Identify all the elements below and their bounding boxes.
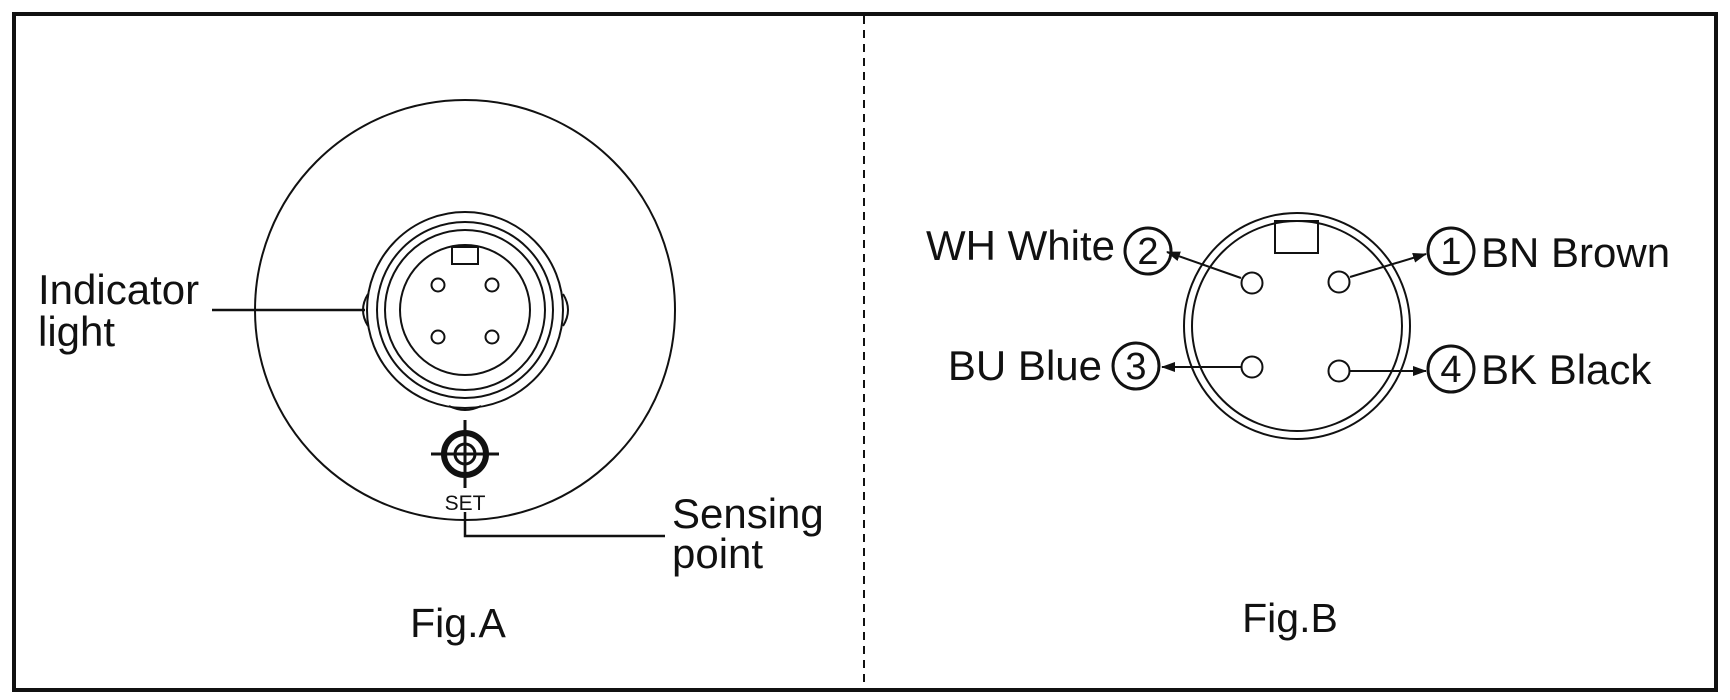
pin-1-hole — [1327, 270, 1351, 294]
indicator-light-label-line1: Indicator — [38, 266, 199, 313]
pin-1-arrow — [1349, 252, 1427, 278]
connector-outer-ring — [366, 211, 564, 409]
pin-4-label: BK Black — [1481, 346, 1652, 393]
pin-2-number-circle — [1123, 226, 1173, 276]
set-label: SET — [445, 492, 486, 515]
pin-1-label: BN Brown — [1481, 229, 1670, 276]
pin-4-hole — [1327, 359, 1351, 383]
pin-2-hole — [1240, 271, 1264, 295]
connector-key-notch — [451, 246, 479, 265]
set-target-icon — [431, 420, 499, 488]
indicator-light-label-line2: light — [38, 308, 115, 355]
pin-2-number: 2 — [1137, 231, 1158, 273]
pin-2-arrow — [1166, 251, 1242, 279]
pin-hole — [484, 329, 500, 345]
pin-3-label: BU Blue — [948, 342, 1102, 389]
pin-1-number-circle — [1426, 226, 1476, 276]
fig-b-caption: Fig.B — [1242, 595, 1338, 641]
pin-hole — [484, 277, 500, 293]
pin-3-number: 3 — [1125, 346, 1146, 388]
outer-frame — [12, 12, 1718, 692]
fig-b: 1 BN Brown 2 WH White 3 BU Blue 4 BK Bla… — [926, 212, 1670, 641]
connector-ring-2 — [376, 221, 554, 399]
plug-key-notch — [1274, 220, 1319, 254]
pin-2-label: WH White — [926, 222, 1115, 269]
pin-1-number: 1 — [1440, 231, 1461, 273]
sensing-point-label-line2: point — [672, 530, 763, 577]
fig-a: SET Indicator light Sensing point Fig.A — [38, 99, 824, 646]
pin-4-number: 4 — [1440, 349, 1461, 391]
sensing-point-label-line1: Sensing — [672, 490, 824, 537]
pin-3-hole — [1240, 355, 1264, 379]
indicator-light-right — [562, 293, 569, 327]
connector-inner-face — [399, 244, 531, 376]
plug-outer-ring — [1183, 212, 1411, 440]
sensing-leader-line — [463, 512, 665, 538]
pin-hole — [430, 329, 446, 345]
pin-4-number-circle — [1426, 344, 1476, 394]
fig-a-caption: Fig.A — [410, 600, 506, 646]
connector-ring-3 — [384, 229, 546, 391]
pin-hole — [430, 277, 446, 293]
pin-3-number-circle — [1111, 341, 1161, 391]
